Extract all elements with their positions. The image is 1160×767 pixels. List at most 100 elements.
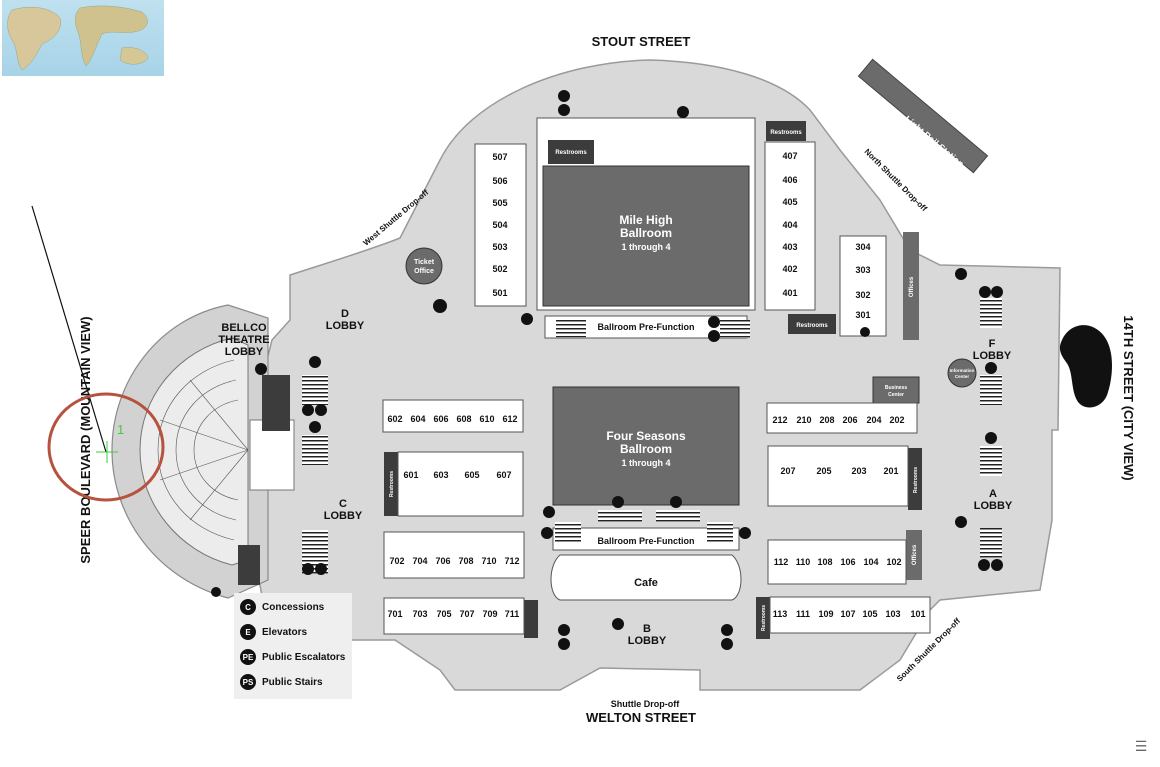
four-seasons-ballroom[interactable]: Four Seasons Ballroom 1 through 4 Ballro… [552, 386, 740, 551]
svg-text:505: 505 [492, 198, 507, 208]
svg-text:402: 402 [782, 264, 797, 274]
svg-text:Ticket: Ticket [414, 259, 435, 266]
svg-text:708: 708 [458, 556, 473, 566]
business-center[interactable]: Business Center [872, 376, 920, 404]
svg-text:702: 702 [389, 556, 404, 566]
svg-text:111: 111 [796, 609, 810, 619]
svg-text:Business: Business [885, 385, 907, 391]
location-marker[interactable]: 1 [96, 422, 124, 463]
svg-text:612: 612 [502, 414, 517, 424]
information-center[interactable]: Information Center [947, 358, 977, 388]
svg-text:Ballroom: Ballroom [620, 226, 672, 240]
rooms-600-bottom[interactable]: 601 603 605 607 [397, 451, 524, 517]
svg-text:109: 109 [818, 609, 833, 619]
svg-text:Center: Center [888, 392, 904, 398]
svg-text:303: 303 [855, 265, 870, 275]
minimap[interactable] [2, 0, 164, 76]
svg-text:Ballroom: Ballroom [620, 442, 672, 456]
svg-text:107: 107 [840, 609, 855, 619]
svg-text:304: 304 [855, 242, 870, 252]
svg-text:202: 202 [889, 415, 904, 425]
svg-text:LOBBY: LOBBY [628, 635, 667, 647]
svg-text:706: 706 [435, 556, 450, 566]
svg-text:D: D [341, 308, 349, 320]
svg-text:Restrooms: Restrooms [770, 130, 802, 136]
svg-text:Ballroom Pre-Function: Ballroom Pre-Function [597, 536, 694, 546]
svg-text:BELLCO: BELLCO [221, 322, 267, 334]
amenity-badges [211, 90, 1003, 650]
rooms-200-bottom[interactable]: 207 205 203 201 [767, 445, 909, 507]
offices-east: Offices Offices [903, 232, 922, 580]
street-label-west: SPEER BOULEVARD (MOUNTAIN VIEW) [78, 316, 93, 563]
ticket-office[interactable]: Ticket Office [405, 247, 443, 285]
mile-high-ballroom[interactable]: Restrooms Mile High Ballroom 1 through 4… [536, 117, 756, 339]
legend-item-concessions: C Concessions [240, 597, 324, 617]
svg-text:LOBBY: LOBBY [326, 320, 365, 332]
svg-text:B: B [643, 623, 651, 635]
rooms-100-top[interactable]: 112 110 108 106 104 102 [767, 539, 907, 585]
layers-icon[interactable]: ☰ [1134, 739, 1148, 755]
svg-text:Restrooms: Restrooms [796, 323, 828, 329]
svg-text:604: 604 [410, 414, 425, 424]
legend-label: Public Stairs [262, 676, 323, 688]
svg-text:712: 712 [504, 556, 519, 566]
svg-text:501: 501 [492, 288, 507, 298]
marker-label: 1 [117, 422, 124, 437]
svg-text:711: 711 [505, 609, 520, 619]
rooms-100-bottom[interactable]: 113 111 109 107 105 103 101 [769, 596, 931, 634]
svg-text:610: 610 [479, 414, 494, 424]
svg-text:LOBBY: LOBBY [973, 350, 1012, 362]
svg-text:405: 405 [782, 197, 797, 207]
concessions-icon: C [240, 599, 256, 615]
legend-item-stairs: PS Public Stairs [240, 672, 323, 692]
rooms-700-top[interactable]: 702 704 706 708 710 712 [383, 531, 525, 579]
svg-text:710: 710 [481, 556, 496, 566]
cafe[interactable]: Cafe [550, 554, 742, 601]
svg-text:701: 701 [387, 609, 402, 619]
svg-text:601: 601 [403, 470, 418, 480]
svg-text:Center: Center [955, 374, 970, 379]
svg-text:302: 302 [855, 290, 870, 300]
rooms-400[interactable]: 407 406 405 404 403 402 401 [764, 141, 816, 311]
restrooms: Restrooms Restrooms Restrooms Restrooms … [384, 121, 922, 639]
legend-item-escalators: PE Public Escalators [240, 647, 345, 667]
svg-text:1 through 4: 1 through 4 [622, 242, 671, 252]
legend-label: Public Escalators [262, 651, 346, 663]
svg-text:404: 404 [782, 220, 797, 230]
rooms-200-top[interactable]: 212 210 208 206 204 202 [766, 402, 918, 434]
stairs-icon: PS [240, 674, 256, 690]
svg-text:F: F [989, 338, 996, 350]
svg-text:Restrooms: Restrooms [761, 605, 767, 631]
svg-text:207: 207 [780, 466, 795, 476]
svg-text:506: 506 [492, 176, 507, 186]
svg-text:201: 201 [883, 466, 898, 476]
svg-text:407: 407 [782, 151, 797, 161]
street-label-north: STOUT STREET [592, 34, 691, 49]
svg-text:Offices: Offices [909, 276, 915, 297]
legend-item-elevators: E Elevators [240, 622, 307, 642]
svg-text:203: 203 [851, 466, 866, 476]
svg-text:606: 606 [433, 414, 448, 424]
street-label-east: 14TH STREET (CITY VIEW) [1121, 315, 1136, 480]
svg-text:110: 110 [796, 557, 811, 567]
svg-text:301: 301 [855, 310, 870, 320]
svg-text:108: 108 [817, 557, 832, 567]
svg-text:Cafe: Cafe [634, 577, 658, 589]
svg-text:Office: Office [414, 268, 434, 275]
annotation-line [31, 205, 107, 453]
rooms-700-bottom[interactable]: 701 703 705 707 709 711 [383, 597, 525, 635]
rooms-600-top[interactable]: 602 604 606 608 610 612 [382, 399, 524, 433]
legend-label: Concessions [262, 601, 325, 613]
svg-text:Information: Information [950, 368, 975, 373]
svg-text:502: 502 [492, 264, 507, 274]
svg-text:204: 204 [866, 415, 881, 425]
svg-text:210: 210 [796, 415, 811, 425]
svg-text:Restrooms: Restrooms [555, 150, 587, 156]
dropoff-bottom: Shuttle Drop-off [611, 699, 680, 709]
svg-text:104: 104 [863, 557, 878, 567]
svg-text:C: C [339, 498, 347, 510]
rooms-300[interactable]: 304 303 302 301 [839, 235, 887, 337]
elevator-icon: E [240, 624, 256, 640]
rooms-500[interactable]: 507 506 505 504 503 502 501 [474, 143, 527, 307]
